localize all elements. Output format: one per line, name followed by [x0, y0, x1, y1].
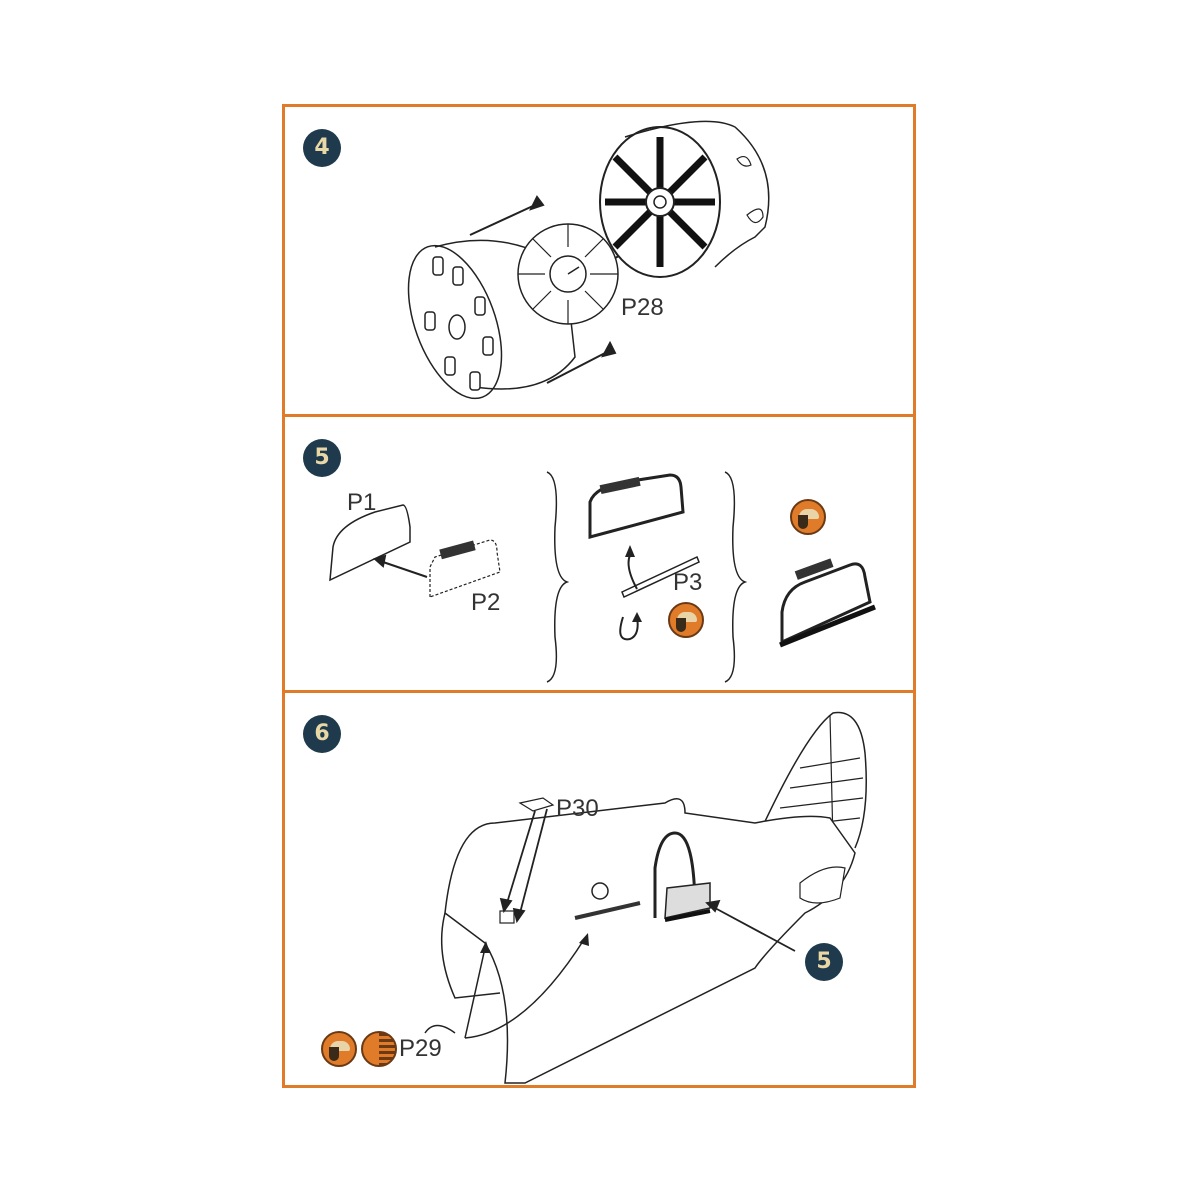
- part-label-p28: P28: [621, 294, 664, 321]
- step-badge: 4: [303, 129, 341, 167]
- paint-half-icon: [361, 1031, 397, 1067]
- windshield-diagram: [329, 471, 876, 683]
- part-label-p30: P30: [556, 795, 599, 822]
- step-divider: [285, 690, 913, 693]
- part-label-p1: P1: [347, 489, 377, 516]
- step-divider: [285, 414, 913, 417]
- step-5-panel: 5 P1 P2: [285, 417, 913, 690]
- part-label-p3: P3: [673, 569, 703, 596]
- step-5-callout-badge: 5: [805, 943, 843, 981]
- engine-cowling-diagram: [407, 120, 770, 400]
- step-badge: 6: [303, 715, 341, 753]
- step-4-panel: 4: [285, 107, 913, 414]
- step-badge: 5: [303, 439, 341, 477]
- part-label-p29: P29: [399, 1035, 442, 1062]
- bend-icon: [790, 499, 826, 535]
- step-6-panel: 6: [285, 693, 913, 1085]
- part-label-p2: P2: [471, 589, 501, 616]
- fuselage-diagram: [424, 711, 867, 1084]
- instruction-sheet: 4: [282, 104, 916, 1088]
- bend-icon: [321, 1031, 357, 1067]
- bend-icon: [668, 602, 704, 638]
